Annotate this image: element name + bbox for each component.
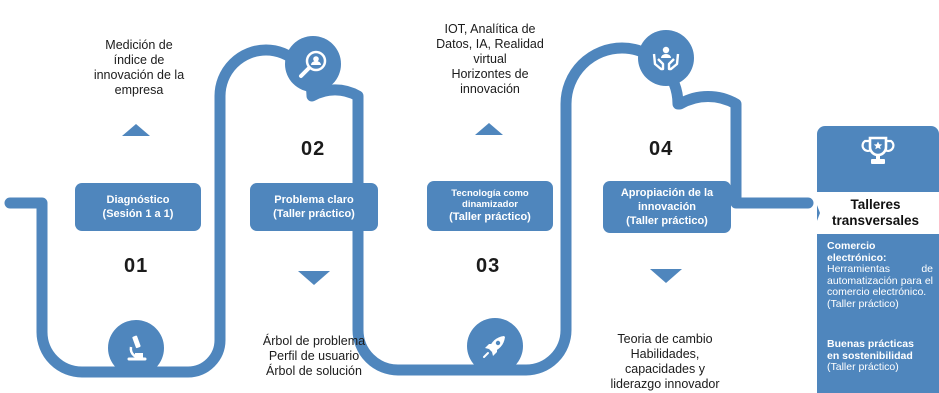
workshop-ecommerce-title: electrónico: <box>827 251 887 264</box>
step-4-title-b: innovación <box>637 201 697 213</box>
step-3-note-line: virtual <box>473 52 507 66</box>
step-2-number: 02 <box>301 138 326 160</box>
trophy-icon <box>861 136 895 164</box>
step-2-note-line: Árbol de solución <box>266 364 362 378</box>
step-2-title: Problema claro <box>274 194 354 206</box>
workshop-sustainability-title: en sostenibilidad <box>827 349 913 362</box>
step-1-note-line: índice de <box>113 53 165 67</box>
step-3-note-line: Horizontes de <box>451 67 529 81</box>
step-4-arrow-down <box>650 269 682 283</box>
workshop-sustainability: Buenas prácticas en sostenibilidad (Tall… <box>827 338 933 374</box>
transversal-title-line: Talleres <box>850 197 901 212</box>
workshop-sustainability-tag: (Taller práctico) <box>827 361 899 373</box>
step-2-note-line: Perfil de usuario <box>268 349 360 363</box>
step-4-note-line: capacidades y <box>625 362 705 376</box>
step-1-note-line: empresa <box>114 83 164 97</box>
step-3-note-line: innovación <box>460 82 520 96</box>
step-2-circle <box>285 36 341 92</box>
step-1-number: 01 <box>124 255 149 277</box>
step-1-note-line: innovación de la <box>93 68 185 82</box>
step-2-notes: Árbol de problema Perfil de usuario Árbo… <box>246 334 382 379</box>
step-2-subtitle: (Taller práctico) <box>273 208 355 220</box>
step-4-subtitle: (Taller práctico) <box>626 215 708 227</box>
workshop-sustainability-title: Buenas prácticas <box>827 338 914 350</box>
user-search-icon <box>299 50 327 78</box>
transversal-title: Talleres transversales <box>812 192 939 234</box>
step-3-subtitle: (Taller práctico) <box>449 211 531 223</box>
transversal-title-line: transversales <box>831 213 920 228</box>
step-4-note-line: Habilidades, <box>630 347 700 361</box>
step-1-subtitle: (Sesión 1 a 1) <box>102 208 174 220</box>
workshop-ecommerce-tag: (Taller práctico) <box>827 297 899 310</box>
workshop-ecommerce: Comercio electrónico: Herramientas de au… <box>827 240 933 310</box>
step-4-circle <box>638 30 694 86</box>
step-3-note-line: Datos, IA, Realidad <box>436 37 544 51</box>
step-2-arrow-down <box>298 271 330 285</box>
step-3-title: Tecnología como <box>451 188 529 199</box>
step-3-note-line: IOT, Analítica de <box>444 22 536 36</box>
step-2-label: Problema claro (Taller práctico) <box>250 183 378 231</box>
step-2-note-line: Árbol de problema <box>262 334 366 348</box>
step-4-note-line: liderazgo innovador <box>610 377 720 391</box>
step-4-notes: Teoria de cambio Habilidades, capacidade… <box>592 332 738 392</box>
step-4-title: Apropiación de la <box>620 187 714 199</box>
microscope-icon <box>127 335 147 361</box>
step-3-title-b: dinamizador <box>462 199 518 210</box>
step-1-arrow-up <box>122 124 150 136</box>
step-4-note-line: Teoria de cambio <box>617 332 713 346</box>
step-4-label: Apropiación de la innovación (Taller prá… <box>603 181 731 233</box>
hands-person-icon <box>652 46 680 71</box>
step-3-label: Tecnología como dinamizador (Taller prác… <box>427 181 553 231</box>
step-1-circle <box>108 320 164 376</box>
workshop-ecommerce-title: Comercio <box>827 240 876 252</box>
workshop-ecommerce-desc: Herramientas de automatización para el c… <box>827 263 933 298</box>
step-1-notes: Medición de índice de innovación de la e… <box>76 38 202 98</box>
rocket-icon <box>483 336 505 358</box>
step-3-number: 03 <box>476 255 501 277</box>
step-3-arrow-up <box>475 123 503 135</box>
transversal-panel <box>817 126 939 393</box>
step-3-circle <box>467 318 523 374</box>
step-3-notes: IOT, Analítica de Datos, IA, Realidad vi… <box>418 22 562 97</box>
step-1-label: Diagnóstico (Sesión 1 a 1) <box>75 183 201 231</box>
step-4-number: 04 <box>649 138 674 160</box>
step-1-note-line: Medición de <box>105 38 173 52</box>
step-1-title: Diagnóstico <box>106 194 170 206</box>
